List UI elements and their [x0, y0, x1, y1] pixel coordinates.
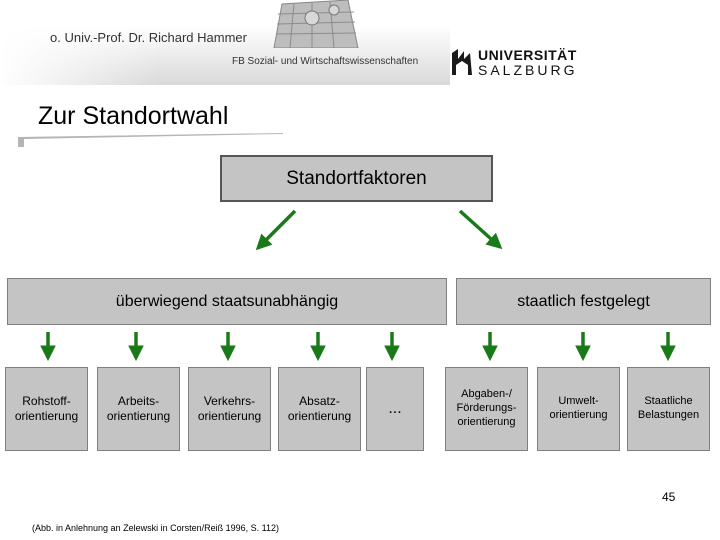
leaf-box-absatzorientierung: Absatz- orientierung [278, 367, 361, 451]
slide-title: Zur Standortwahl [38, 102, 229, 130]
faculty-name: FB Sozial- und Wirtschaftswissenschaften [232, 56, 419, 67]
leaf-box-staatliche-belastungen: Staatliche Belastungen [627, 367, 710, 451]
root-box-standortfaktoren: Standortfaktoren [220, 155, 493, 202]
title-underline [18, 133, 283, 147]
university-city: SALZBURG [478, 62, 578, 78]
source-caption: (Abb. in Anlehnung an Zelewski in Corste… [32, 523, 279, 533]
leaf-box-ellipsis: ... [366, 367, 424, 451]
leaf-box-rohstofforientierung: Rohstoff- orientierung [5, 367, 88, 451]
building-image [273, 0, 359, 48]
arrow-root-left [255, 209, 297, 251]
university-name: UNIVERSITÄT [478, 47, 577, 63]
leaf-box-umweltorientierung: Umwelt- orientierung [537, 367, 620, 451]
leaf-box-verkehrsorientierung: Verkehrs- orientierung [188, 367, 271, 451]
header-band [0, 0, 450, 85]
leaf-box-abgaben-foerderungsorientierung: Abgaben-/ Förderungs- orientierung [445, 367, 528, 451]
leaf-box-arbeitsorientierung: Arbeits- orientierung [97, 367, 180, 451]
arrow-root-right [458, 209, 503, 250]
author-name: o. Univ.-Prof. Dr. Richard Hammer [50, 30, 247, 45]
university-logo-icon [450, 45, 474, 79]
group-box-staatsunabhaengig: überwiegend staatsunabhängig [7, 278, 447, 325]
page-number: 45 [662, 490, 676, 504]
group-box-staatlich-festgelegt: staatlich festgelegt [456, 278, 711, 325]
